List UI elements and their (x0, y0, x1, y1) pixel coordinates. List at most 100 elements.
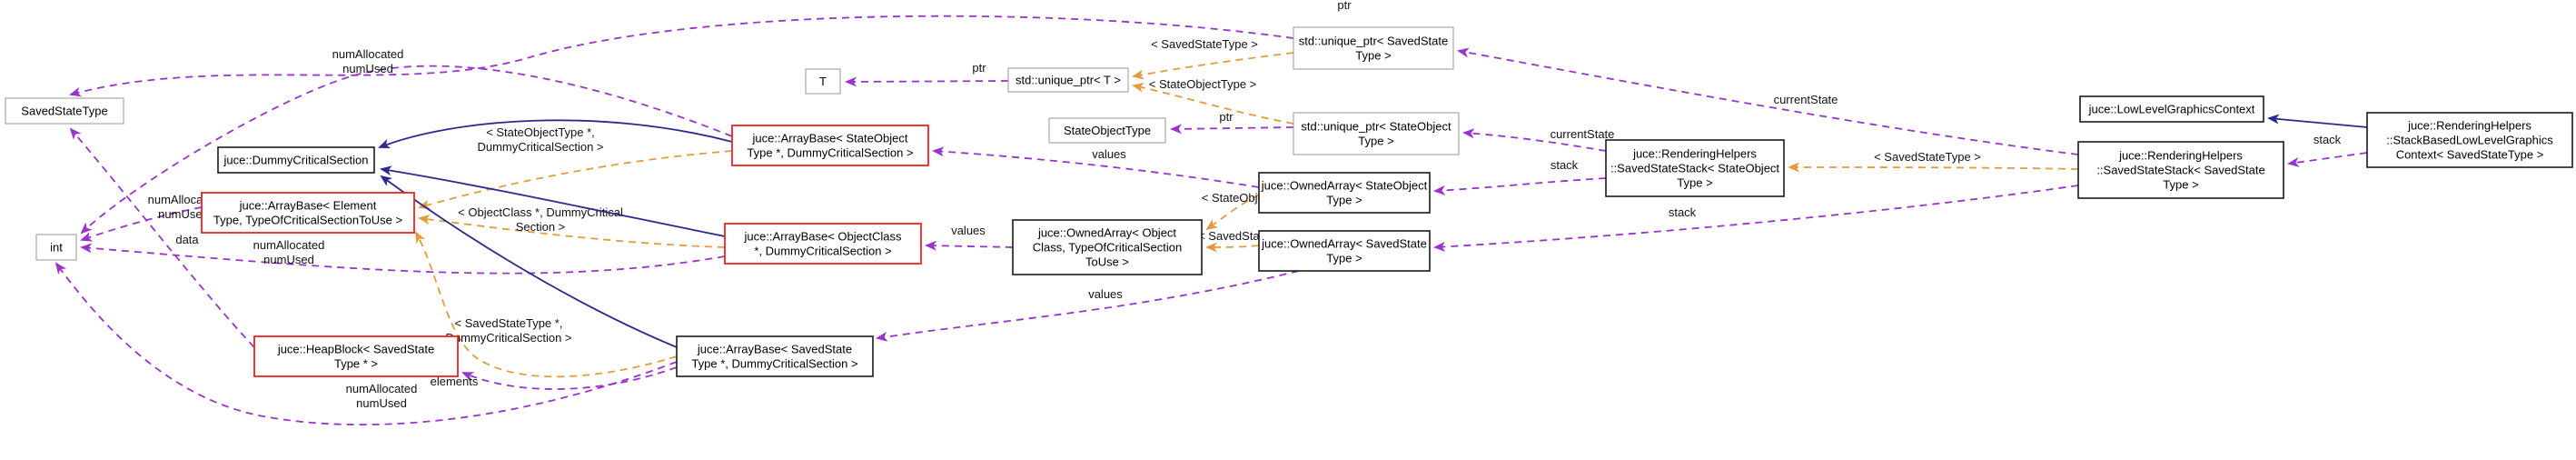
edge-label-arraybase-stateobject-to-arraybase-element-2: DummyCriticalSection > (477, 140, 603, 154)
class-node-box-stateobjecttype[interactable] (1048, 117, 1166, 144)
class-node-arraybase-stateobject[interactable]: juce::ArrayBase< StateObjectType *, Dumm… (731, 125, 929, 166)
class-node-savedstatetype[interactable]: SavedStateType (5, 97, 124, 125)
edge-unique-ptr-stateobject-to-stateobjecttype (1170, 124, 1294, 135)
edge-unique-ptr-t-to-t (845, 76, 1009, 87)
class-node-unique-ptr-savedstate[interactable]: std::unique_ptr< SavedStateType > (1293, 26, 1454, 70)
edge-label-arraybase-objectclass-to-arraybase-element-1: < ObjectClass *, DummyCritical (458, 205, 623, 219)
edge-unique-ptr-savedstate-to-savedstatetype (69, 15, 1294, 97)
edge-ownedarray-stateobject-to-ownedarray-objectclass (1205, 194, 1260, 231)
class-node-dummycriticalsection[interactable]: juce::DummyCriticalSection (217, 146, 375, 174)
class-node-ownedarray-savedstate[interactable]: juce::OwnedArray< SavedStateType > (1258, 230, 1431, 272)
edge-label-savedstatestack-stateobject-to-unique-ptr-stateobject: currentState (1551, 127, 1615, 141)
class-node-label-stackbasedllgc-2: ::StackBasedLowLevelGraphics (2386, 134, 2553, 147)
class-node-box-savedstatetype[interactable] (5, 97, 124, 125)
edge-label-heapblock-savedstate-to-savedstatetype: data (175, 233, 199, 246)
class-node-label-int: int (50, 241, 63, 255)
class-node-box-dummycriticalsection[interactable] (217, 146, 375, 174)
class-node-box-lowlevelgraphicscontext[interactable] (2079, 95, 2264, 123)
class-node-box-unique-ptr-savedstate[interactable] (1293, 26, 1454, 70)
class-node-label-ownedarray-stateobject-1: juce::OwnedArray< StateObject (1261, 179, 1428, 193)
class-node-box-ownedarray-savedstate[interactable] (1258, 230, 1431, 272)
edge-label-arraybase-stateobject-to-int-2: numUsed (342, 62, 393, 75)
class-node-label-arraybase-stateobject-2: Type *, DummyCriticalSection > (747, 146, 913, 160)
class-node-box-arraybase-savedstate[interactable] (676, 335, 874, 377)
class-node-unique-ptr-stateobject[interactable]: std::unique_ptr< StateObjectType > (1293, 112, 1460, 155)
edge-arraybase-stateobject-to-arraybase-element (418, 150, 733, 210)
class-node-label-t: T (819, 75, 827, 88)
class-node-label-unique-ptr-savedstate-1: std::unique_ptr< SavedState (1299, 35, 1448, 48)
class-node-int[interactable]: int (35, 234, 77, 261)
class-node-label-savedstatestack-savedstate-1: juce::RenderingHelpers (2118, 149, 2243, 163)
edge-label-savedstatestack-stateobject-to-ownedarray-stateobject: stack (1551, 158, 1579, 172)
class-node-box-arraybase-objectclass[interactable] (724, 223, 922, 265)
class-node-box-ownedarray-objectclass[interactable] (1012, 219, 1203, 275)
class-node-box-int[interactable] (35, 234, 77, 261)
class-node-label-savedstatestack-stateobject-2: ::SavedStateStack< StateObject (1610, 162, 1779, 175)
class-node-savedstatestack-stateobject[interactable]: juce::RenderingHelpers::SavedStateStack<… (1605, 139, 1785, 197)
edge-ownedarray-objectclass-to-arraybase-objectclass (925, 240, 1014, 251)
class-node-label-stackbasedllgc-1: juce::RenderingHelpers (2407, 119, 2531, 133)
class-node-label-heapblock-savedstate-2: Type * > (334, 357, 378, 371)
class-node-box-ownedarray-stateobject[interactable] (1258, 172, 1431, 214)
edge-label-arraybase-stateobject-to-int-1: numAllocated (332, 47, 404, 61)
edge-label-ownedarray-savedstate-to-arraybase-savedstate: values (1088, 287, 1123, 301)
class-node-label-arraybase-stateobject-1: juce::ArrayBase< StateObject (752, 132, 908, 145)
edge-label-arraybase-stateobject-to-arraybase-element-1: < StateObjectType *, (486, 125, 595, 139)
edge-label-arraybase-objectclass-to-int-2: numUsed (263, 253, 314, 266)
class-node-heapblock-savedstate[interactable]: juce::HeapBlock< SavedStateType * > (253, 335, 459, 377)
edge-arraybase-objectclass-to-int (80, 243, 726, 275)
edge-arraybase-savedstate-to-arraybase-element (415, 231, 678, 378)
class-node-unique-ptr-t[interactable]: std::unique_ptr< T > (1007, 67, 1129, 93)
class-node-ownedarray-objectclass[interactable]: juce::OwnedArray< ObjectClass, TypeOfCri… (1012, 219, 1203, 275)
class-node-box-savedstatestack-stateobject[interactable] (1605, 139, 1785, 197)
class-node-box-arraybase-stateobject[interactable] (731, 125, 929, 166)
class-node-label-savedstatetype: SavedStateType (21, 105, 107, 118)
class-node-label-unique-ptr-savedstate-2: Type > (1355, 49, 1391, 63)
class-node-t[interactable]: T (805, 68, 841, 95)
class-node-arraybase-objectclass[interactable]: juce::ArrayBase< ObjectClass*, DummyCrit… (724, 223, 922, 265)
class-node-box-arraybase-element[interactable] (201, 192, 415, 234)
edge-savedstatestack-savedstate-to-savedstatestack-stateobject (1788, 162, 2079, 173)
edge-unique-ptr-savedstate-to-unique-ptr-t (1132, 52, 1294, 80)
edge-stackbasedllgc-to-savedstatestack-savedstate (2287, 152, 2368, 167)
class-node-ownedarray-stateobject[interactable]: juce::OwnedArray< StateObjectType > (1258, 172, 1431, 214)
class-node-box-stackbasedllgc[interactable] (2366, 112, 2573, 168)
class-node-label-arraybase-element-1: juce::ArrayBase< Element (239, 199, 377, 213)
class-node-savedstatestack-savedstate[interactable]: juce::RenderingHelpers::SavedStateStack<… (2077, 141, 2284, 199)
edge-label-arraybase-savedstate-to-arraybase-element-2: DummyCriticalSection > (445, 331, 571, 345)
edge-arraybase-objectclass-to-arraybase-element (418, 214, 726, 248)
class-node-label-ownedarray-savedstate-1: juce::OwnedArray< SavedState (1261, 237, 1427, 251)
class-node-box-unique-ptr-t[interactable] (1007, 67, 1129, 93)
edge-label-ownedarray-objectclass-to-arraybase-objectclass: values (951, 224, 986, 237)
class-node-box-heapblock-savedstate[interactable] (253, 335, 459, 377)
class-node-label-unique-ptr-t: std::unique_ptr< T > (1016, 74, 1121, 87)
class-node-label-heapblock-savedstate-1: juce::HeapBlock< SavedState (277, 343, 434, 356)
class-node-stateobjecttype[interactable]: StateObjectType (1048, 117, 1166, 144)
class-node-label-ownedarray-objectclass-1: juce::OwnedArray< Object (1037, 226, 1176, 240)
class-node-box-unique-ptr-stateobject[interactable] (1293, 112, 1460, 155)
class-node-lowlevelgraphicscontext[interactable]: juce::LowLevelGraphicsContext (2079, 95, 2264, 123)
edge-savedstatestack-savedstate-to-ownedarray-savedstate (1433, 185, 2079, 252)
edge-label-arraybase-savedstate-to-arraybase-element-1: < SavedStateType *, (455, 316, 563, 330)
edge-arraybase-element-to-int (80, 206, 203, 242)
edge-arraybase-savedstate-to-int (54, 262, 678, 425)
class-node-label-lowlevelgraphicscontext: juce::LowLevelGraphicsContext (2088, 103, 2255, 116)
class-node-label-unique-ptr-stateobject-1: std::unique_ptr< StateObject (1301, 120, 1451, 134)
edge-label-unique-ptr-savedstate-to-unique-ptr-t: < SavedStateType > (1151, 37, 1258, 51)
edge-label-arraybase-objectclass-to-int-1: numAllocated (253, 238, 325, 252)
class-node-box-savedstatestack-savedstate[interactable] (2077, 141, 2284, 199)
class-node-label-savedstatestack-stateobject-3: Type > (1677, 176, 1712, 190)
class-node-label-arraybase-objectclass-1: juce::ArrayBase< ObjectClass (743, 230, 902, 244)
edge-label-unique-ptr-savedstate-to-savedstatetype: ptr (1337, 0, 1352, 12)
class-node-label-ownedarray-savedstate-2: Type > (1326, 252, 1362, 265)
class-node-stackbasedllgc[interactable]: juce::RenderingHelpers::StackBasedLowLev… (2366, 112, 2573, 168)
edge-ownedarray-stateobject-to-arraybase-stateobject (932, 146, 1260, 188)
edge-label-unique-ptr-stateobject-to-unique-ptr-t: < StateObjectType > (1149, 77, 1257, 91)
class-node-box-t[interactable] (805, 68, 841, 95)
class-node-arraybase-savedstate[interactable]: juce::ArrayBase< SavedStateType *, Dummy… (676, 335, 874, 377)
edge-label-arraybase-savedstate-to-heapblock-savedstate: elements (431, 375, 479, 388)
edge-label-savedstatestack-savedstate-to-ownedarray-savedstate: stack (1669, 205, 1697, 219)
class-node-label-stackbasedllgc-3: Context< SavedStateType > (2396, 148, 2544, 162)
